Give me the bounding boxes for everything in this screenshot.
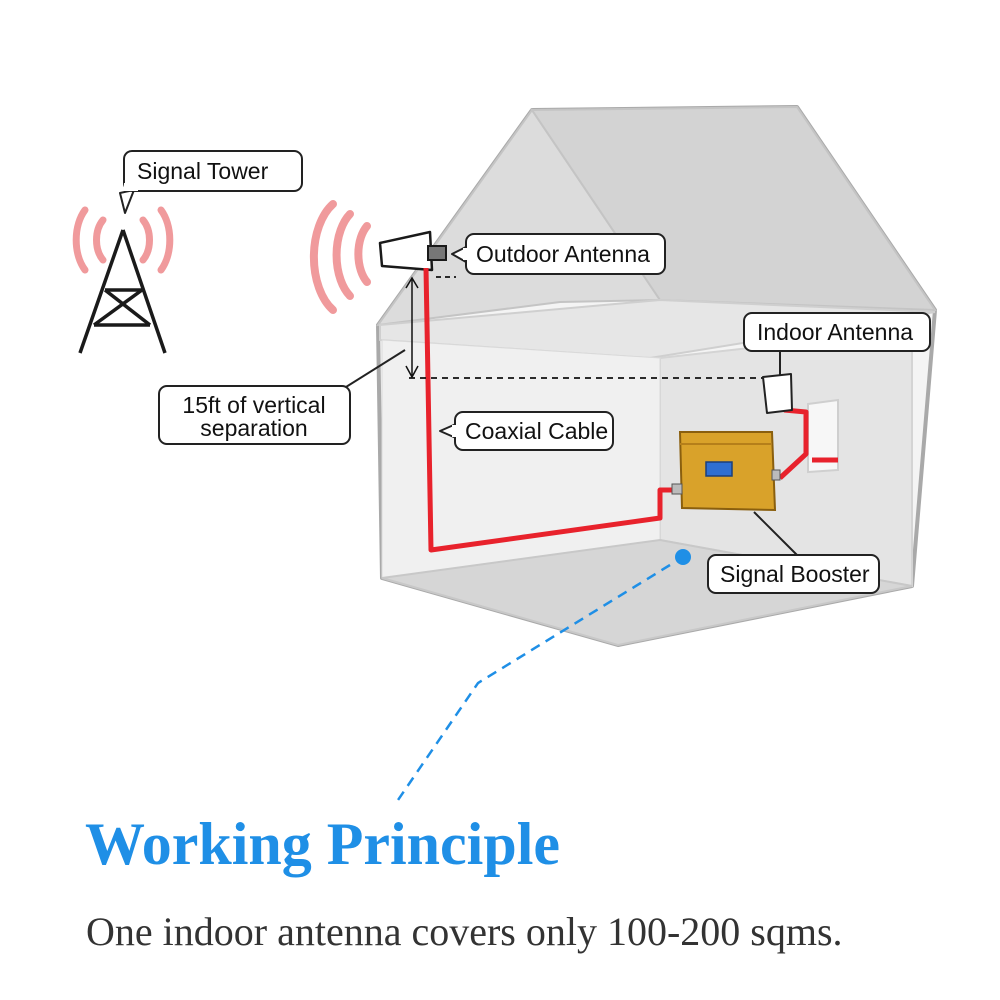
signal-booster-label: Signal Booster — [720, 561, 870, 587]
signal-tower-label: Signal Tower — [137, 158, 269, 184]
separation-label-line1: 15ft of vertical — [182, 392, 325, 418]
callout-signal-booster: Signal Booster — [707, 511, 880, 594]
tower-signal-waves-icon — [72, 206, 174, 274]
callout-indoor-antenna: Indoor Antenna — [743, 312, 931, 376]
headline-working-principle: Working Principle — [85, 811, 561, 877]
coverage-dot — [675, 549, 691, 565]
callout-vertical-separation: 15ft of vertical separation — [158, 349, 406, 445]
callout-signal-tower: Signal Tower — [119, 150, 303, 214]
indoor-antenna — [762, 373, 793, 414]
indoor-antenna-label: Indoor Antenna — [757, 319, 913, 345]
coverage-pointer — [396, 549, 691, 801]
interior-left-wall — [381, 339, 661, 579]
callout-outdoor-antenna: Outdoor Antenna — [451, 233, 666, 275]
outdoor-antenna — [309, 200, 447, 314]
tower-icon — [78, 229, 167, 354]
separation-label-line2: separation — [200, 415, 307, 441]
panel-antenna-icon — [378, 230, 447, 272]
coaxial-cable — [423, 267, 838, 553]
coverage-subtitle: One indoor antenna covers only 100-200 s… — [86, 909, 843, 954]
outdoor-signal-waves-icon — [309, 200, 371, 314]
indoor-antenna-icon — [762, 373, 793, 414]
callout-coaxial-cable: Coaxial Cable — [439, 411, 614, 451]
signal-booster — [671, 431, 781, 512]
outdoor-antenna-label: Outdoor Antenna — [476, 241, 650, 267]
booster-device-icon — [671, 431, 781, 512]
signal-tower — [72, 206, 174, 354]
vertical-separation-indicator — [405, 276, 767, 379]
coaxial-cable-label: Coaxial Cable — [465, 418, 608, 444]
